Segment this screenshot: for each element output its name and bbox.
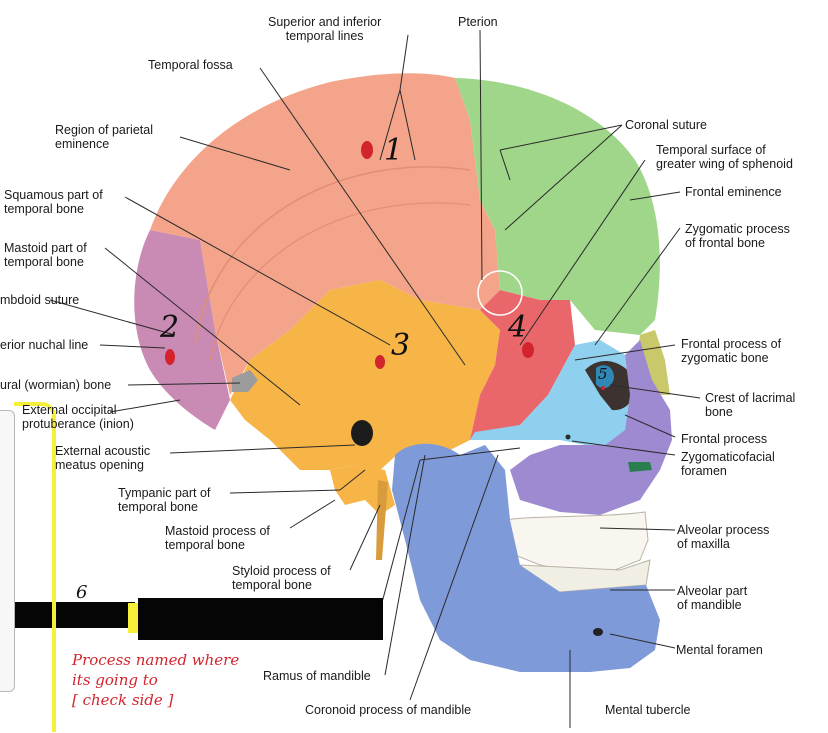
mental-foramen-hole: [593, 628, 603, 636]
label-ramus-mandible: Ramus of mandible: [263, 669, 371, 683]
styloid-process: [376, 480, 388, 560]
label-coronal-suture: Coronal suture: [625, 118, 707, 132]
annotation-number-5: 5: [598, 365, 608, 383]
label-mastoid-process: Mastoid process of temporal bone: [165, 524, 270, 552]
label-parietal-eminence: Region of parietal eminence: [55, 123, 153, 151]
label-superior-nuchal-line: erior nuchal line: [0, 338, 89, 352]
sphenoid-bone: [470, 290, 575, 440]
frontal-bone: [455, 78, 660, 335]
label-pterion: Pterion: [458, 15, 498, 29]
label-styloid-process: Styloid process of temporal bone: [232, 564, 331, 592]
upper-teeth: [504, 511, 649, 573]
annotation-number-4: 4: [508, 310, 528, 345]
label-zygomaticofacial: Zygomaticofacial foramen: [681, 450, 775, 478]
annotation-number-2: 2: [160, 310, 180, 345]
label-mastoid-part: Mastoid part of temporal bone: [4, 241, 87, 269]
redaction-bar-gap: [128, 603, 140, 633]
label-squamous-temporal: Squamous part of temporal bone: [4, 188, 103, 216]
label-frontal-eminence: Frontal eminence: [685, 185, 782, 199]
annotation-number-3: 3: [391, 328, 411, 363]
label-mental-tubercle: Mental tubercle: [605, 703, 691, 717]
temporal-line-inner: [209, 202, 471, 361]
label-frontal-process-zygomatic: Frontal process of zygomatic bone: [681, 337, 782, 365]
label-alveolar-part-mandible: Alveolar part of mandible: [677, 584, 748, 612]
temporal-bone: [230, 280, 500, 470]
annotation-note: Process named where its going to [ check…: [72, 651, 240, 709]
zygomaticofacial-hole: [565, 434, 571, 440]
side-panel-edge[interactable]: [0, 410, 15, 692]
label-external-acoustic: External acoustic meatus opening: [55, 444, 151, 472]
label-temporal-lines: Superior and inferior temporal lines: [268, 15, 382, 43]
label-tympanic-part: Tympanic part of temporal bone: [118, 486, 211, 514]
yellow-highlight-frame: [14, 402, 56, 732]
label-coronoid-process: Coronoid process of mandible: [305, 703, 472, 717]
occipital-bone: [134, 230, 230, 430]
red-markers: [165, 141, 605, 390]
label-frontal-process: Frontal process: [681, 432, 768, 446]
label-external-occipital: External occipital protuberance (inion): [22, 403, 134, 431]
label-lambdoid-suture: mbdoid suture: [0, 293, 80, 307]
temporal-line: [194, 166, 471, 346]
label-alveolar-process-maxilla: Alveolar process of maxilla: [677, 523, 770, 551]
label-temporal-surface-sphenoid: Temporal surface of greater wing of sphe…: [656, 143, 793, 171]
mandible-bone: [392, 443, 660, 672]
label-zygomatic-process-frontal: Zygomatic process of frontal bone: [685, 222, 790, 250]
nose-edge: [628, 462, 652, 472]
label-sutural-bone: ural (wormian) bone: [0, 378, 112, 392]
leader-lines: [49, 29, 701, 728]
label-mental-foramen: Mental foramen: [676, 643, 763, 657]
pterion-circle: [477, 270, 523, 316]
label-temporal-fossa: Temporal fossa: [148, 58, 233, 72]
sutural-bone: [232, 370, 258, 392]
ear-canal: [351, 420, 373, 446]
annotation-number-1: 1: [384, 133, 404, 168]
label-crest-lacrimal: Crest of lacrimal bone: [705, 391, 796, 419]
redaction-bar-left: [10, 602, 135, 628]
lacrimal-bone: [596, 365, 614, 389]
redaction-bar-right: [138, 598, 383, 640]
parietal-bone: [150, 73, 500, 395]
annotation-number-6: 6: [76, 582, 88, 603]
